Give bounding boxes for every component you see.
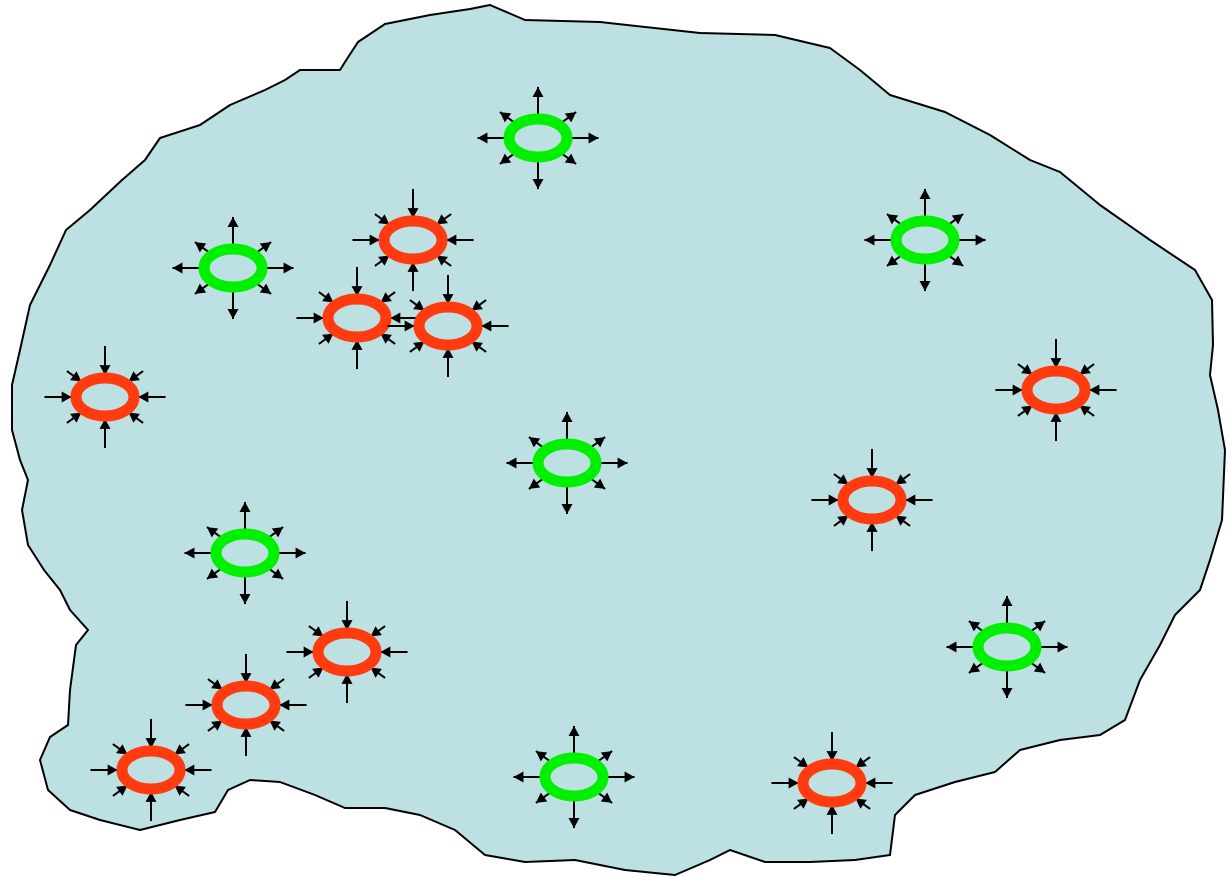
region-blob xyxy=(12,5,1225,875)
